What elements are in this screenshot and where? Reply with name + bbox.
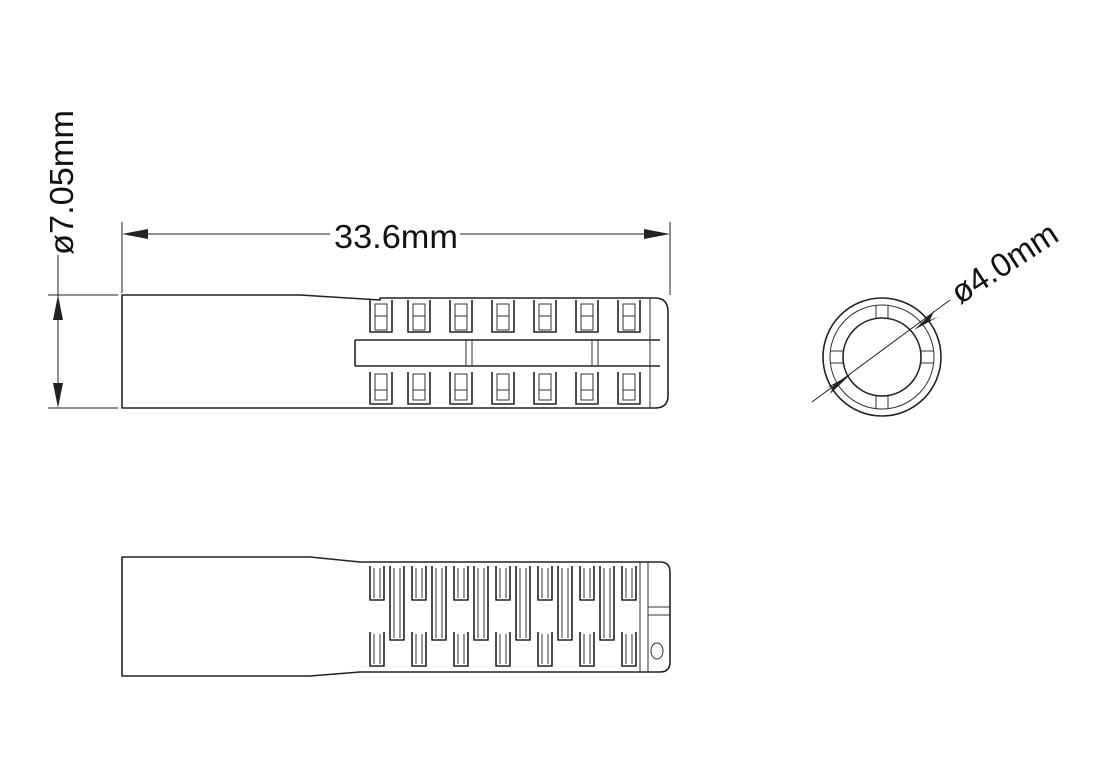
fin <box>533 300 557 405</box>
fin <box>621 566 637 667</box>
fin <box>575 300 599 405</box>
fin <box>369 300 393 405</box>
side-view-top <box>121 294 669 409</box>
fin <box>491 300 515 405</box>
end-view <box>822 297 942 417</box>
fin <box>449 300 473 405</box>
outer-diameter-dimension: ø7.05mm <box>43 110 118 409</box>
fin <box>579 566 595 667</box>
fin <box>617 300 641 405</box>
fin <box>453 566 469 667</box>
fin <box>515 566 531 641</box>
fin <box>407 300 431 405</box>
fin <box>537 566 553 667</box>
fin <box>557 566 573 641</box>
outer-diameter-label: ø7.05mm <box>43 110 80 255</box>
fin <box>431 566 447 641</box>
fin <box>473 566 489 641</box>
side-view-bottom <box>121 556 671 677</box>
fin <box>599 566 615 641</box>
inner-diameter-label: ø4.0mm <box>944 214 1065 310</box>
length-label: 33.6mm <box>334 218 458 255</box>
fin <box>369 566 385 667</box>
fin <box>411 566 427 667</box>
fin <box>495 566 511 667</box>
length-dimension: 33.6mm <box>121 218 671 295</box>
fin <box>389 566 405 641</box>
